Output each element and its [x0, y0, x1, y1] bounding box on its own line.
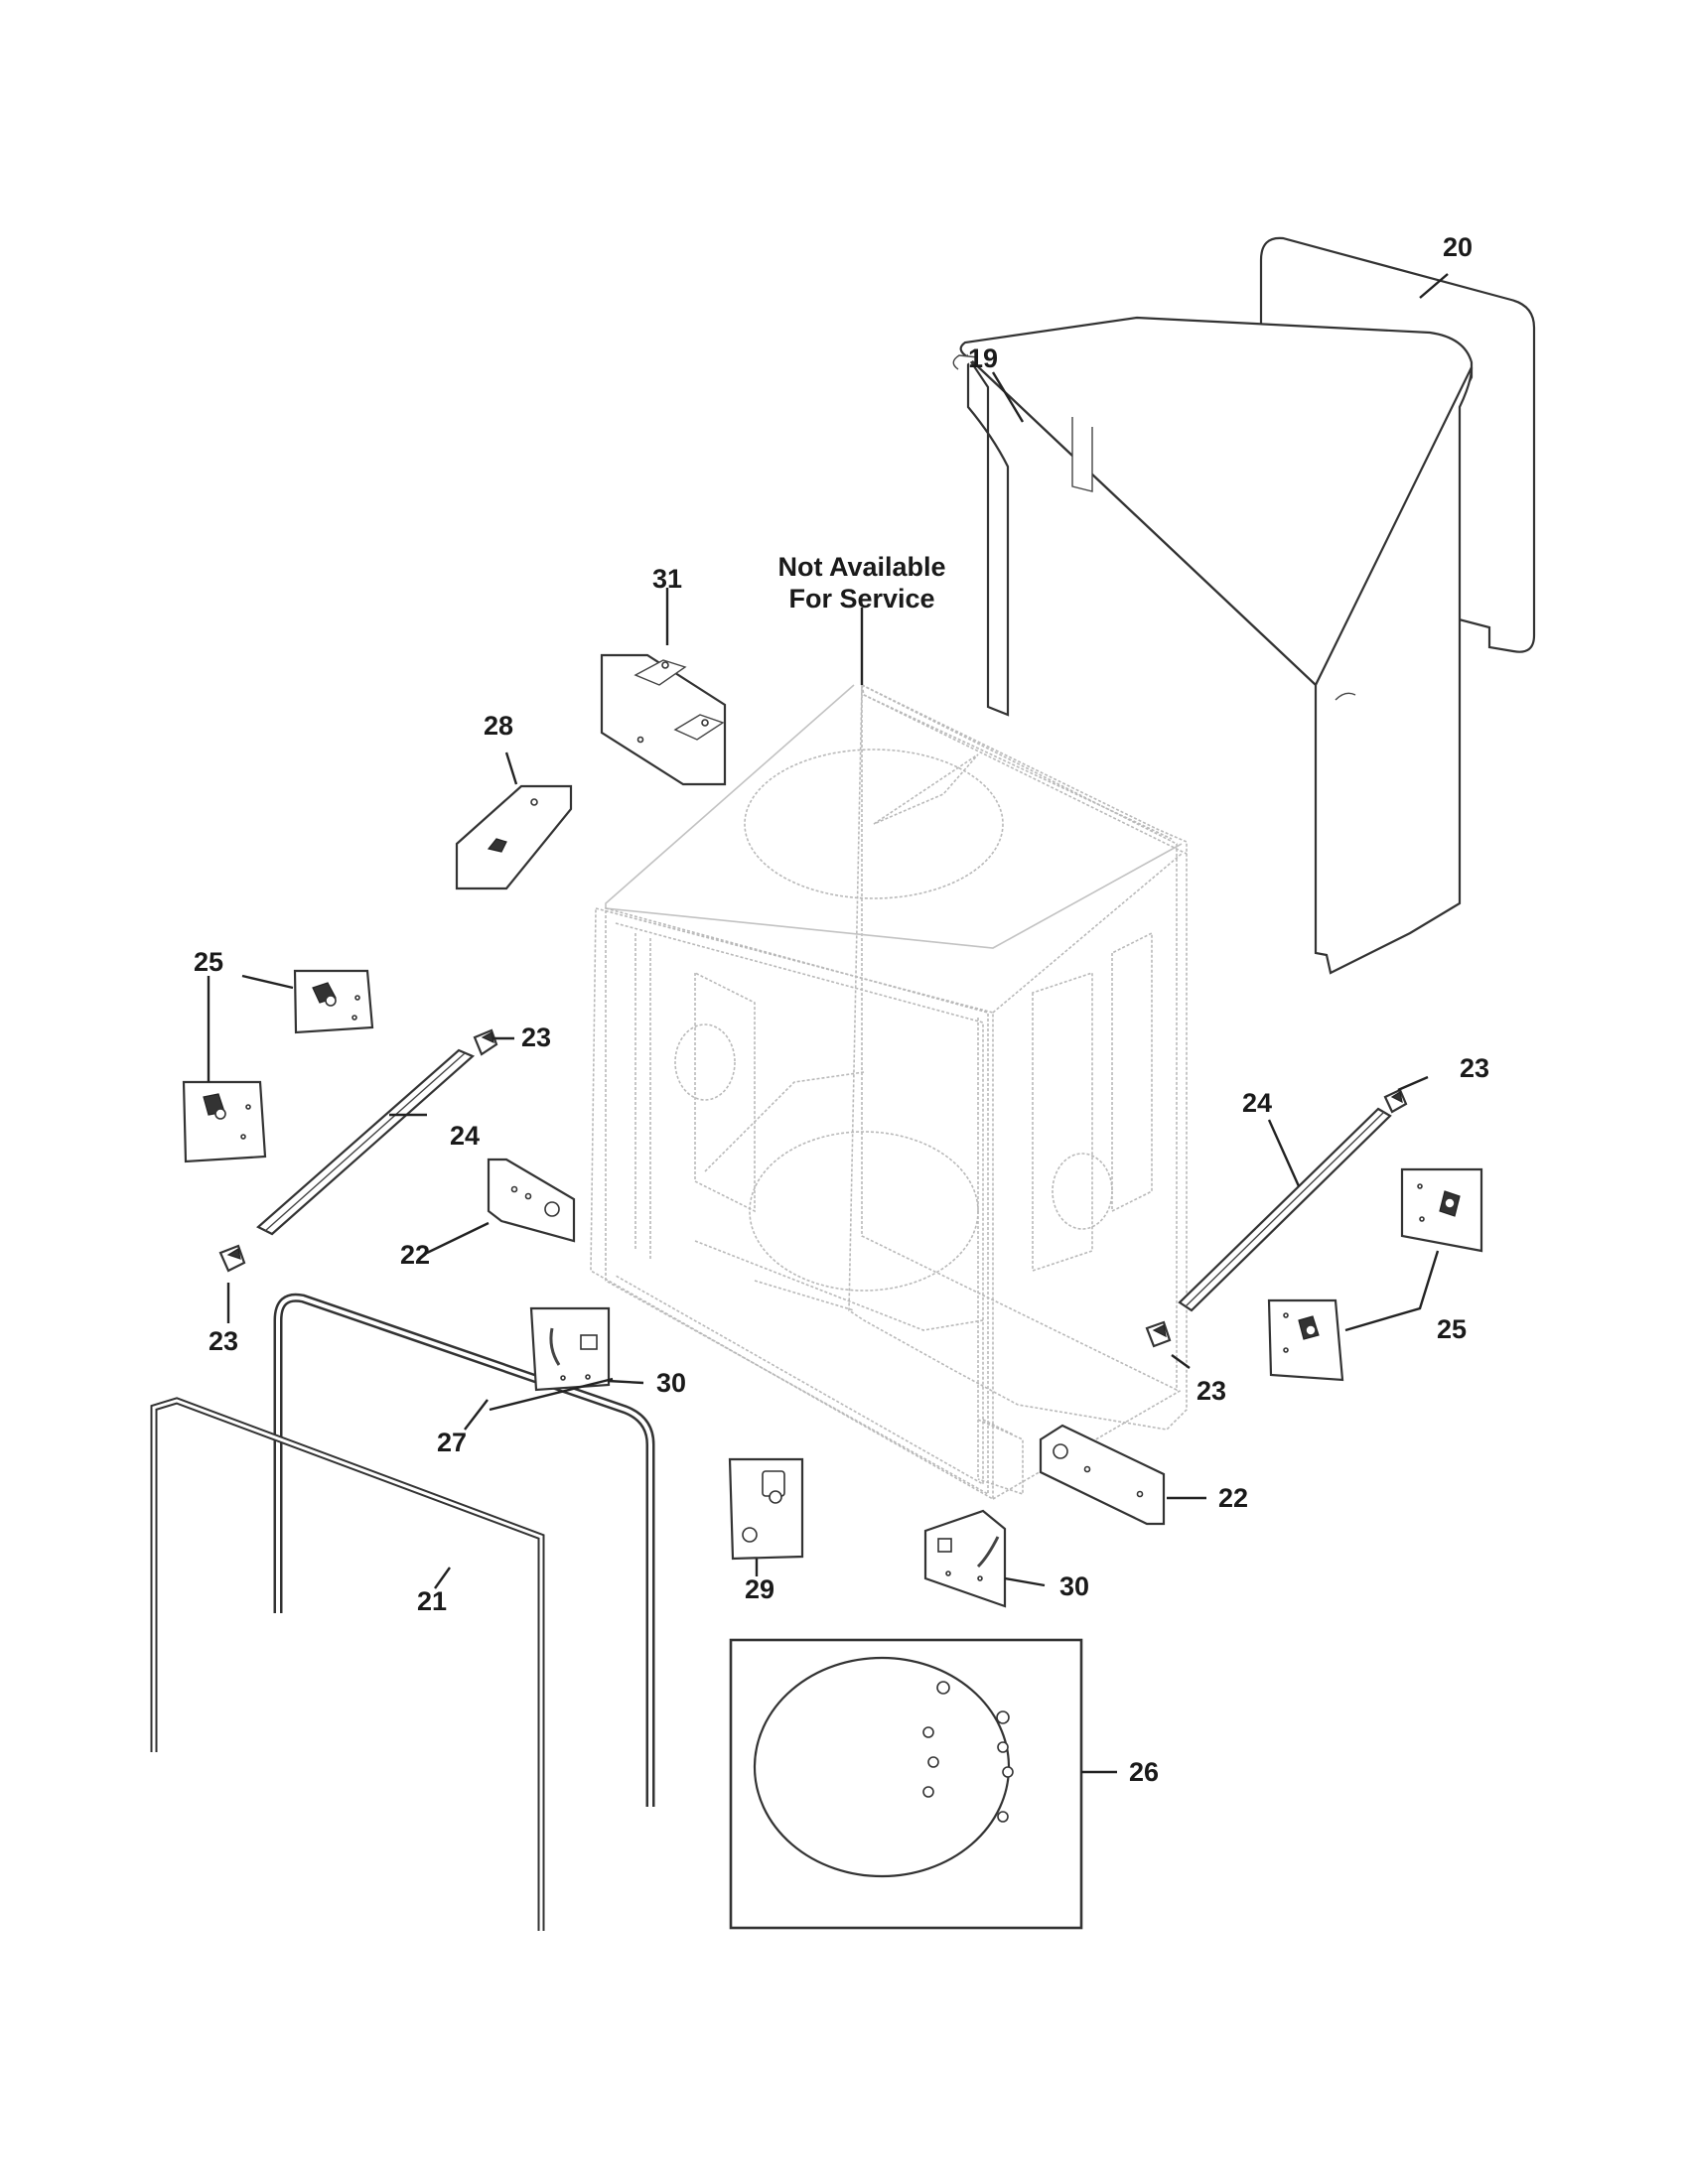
part-25-bracket-right-lower[interactable]	[1267, 1298, 1344, 1382]
part-28-clip-kit[interactable]	[455, 784, 573, 890]
callout-23-left-top: 23	[521, 1023, 551, 1052]
part-31-bracket-kit[interactable]	[600, 653, 727, 786]
note-line-2: For Service	[788, 584, 934, 614]
callout-28: 28	[484, 711, 513, 741]
part-22-hinge-left[interactable]	[487, 1158, 576, 1243]
callout-30-lower: 30	[1059, 1571, 1089, 1601]
part-21-door-seal[interactable]	[150, 1397, 545, 1931]
part-25-bracket-left-lower[interactable]	[182, 1080, 267, 1163]
part-24-rail-left[interactable]	[256, 1048, 476, 1236]
callout-23-right-bottom: 23	[1196, 1376, 1226, 1406]
callout-27: 27	[437, 1428, 467, 1457]
part-26-hose-kit[interactable]	[729, 1638, 1083, 1930]
callout-29: 29	[745, 1574, 774, 1604]
note-line-1: Not Available	[777, 552, 945, 582]
part-23-roller-right-top[interactable]	[1383, 1088, 1408, 1114]
part-23-roller-right-bottom[interactable]	[1145, 1320, 1172, 1348]
part-22-hinge-right[interactable]	[1039, 1424, 1166, 1526]
callout-22-right: 22	[1218, 1483, 1248, 1513]
callout-22-left: 22	[400, 1240, 430, 1270]
part-24-rail-right[interactable]	[1178, 1107, 1392, 1312]
callout-30-upper: 30	[656, 1368, 686, 1398]
callout-21: 21	[417, 1586, 447, 1616]
part-23-roller-left-bottom[interactable]	[218, 1244, 246, 1273]
callout-24-left: 24	[450, 1121, 480, 1151]
callout-26: 26	[1129, 1757, 1159, 1787]
part-27-door-gasket[interactable]	[273, 1293, 655, 1807]
callout-20: 20	[1443, 232, 1473, 262]
part-30-kit-lower[interactable]	[923, 1509, 1007, 1608]
part-30-kit-upper[interactable]	[529, 1306, 611, 1392]
leader-lines	[207, 273, 1449, 1774]
callout-19: 19	[968, 343, 998, 373]
part-25-bracket-right-upper[interactable]	[1400, 1167, 1483, 1253]
callout-31: 31	[652, 564, 682, 594]
part-29-kit[interactable]	[728, 1457, 804, 1561]
labels: Not Available For Service 20 19 31 28 25…	[194, 232, 1489, 1787]
callout-24-right: 24	[1242, 1088, 1272, 1118]
part-19-top-cover[interactable]	[952, 316, 1474, 975]
callout-25-left: 25	[194, 947, 223, 977]
part-25-bracket-left-upper[interactable]	[293, 969, 374, 1034]
part-23-roller-left-top[interactable]	[473, 1028, 498, 1056]
callout-23-left-bottom: 23	[209, 1326, 238, 1356]
callout-23-right-top: 23	[1460, 1053, 1489, 1083]
dishwasher-tub-unavailable	[590, 683, 1188, 1501]
callout-25-right: 25	[1437, 1314, 1467, 1344]
